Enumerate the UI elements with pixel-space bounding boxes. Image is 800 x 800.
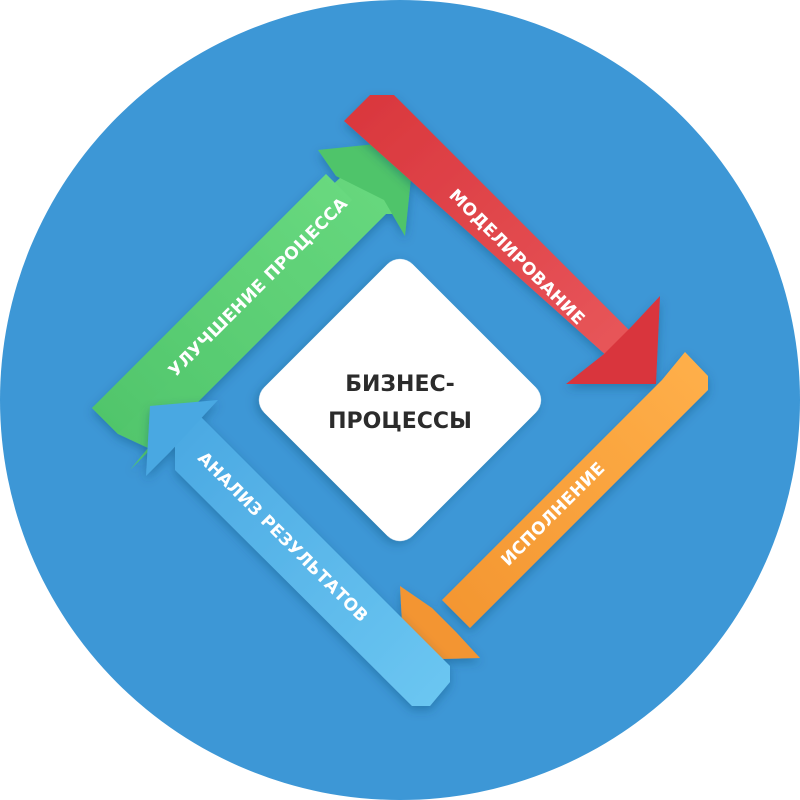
center-title-line2: ПРОЦЕССЫ [328, 409, 472, 434]
arrow-improvement [92, 140, 415, 470]
center-diamond [258, 258, 542, 542]
arrow-analysis [146, 400, 450, 706]
center-title-line1: БИЗНЕС- [345, 372, 455, 397]
arrow-modeling [344, 95, 660, 384]
